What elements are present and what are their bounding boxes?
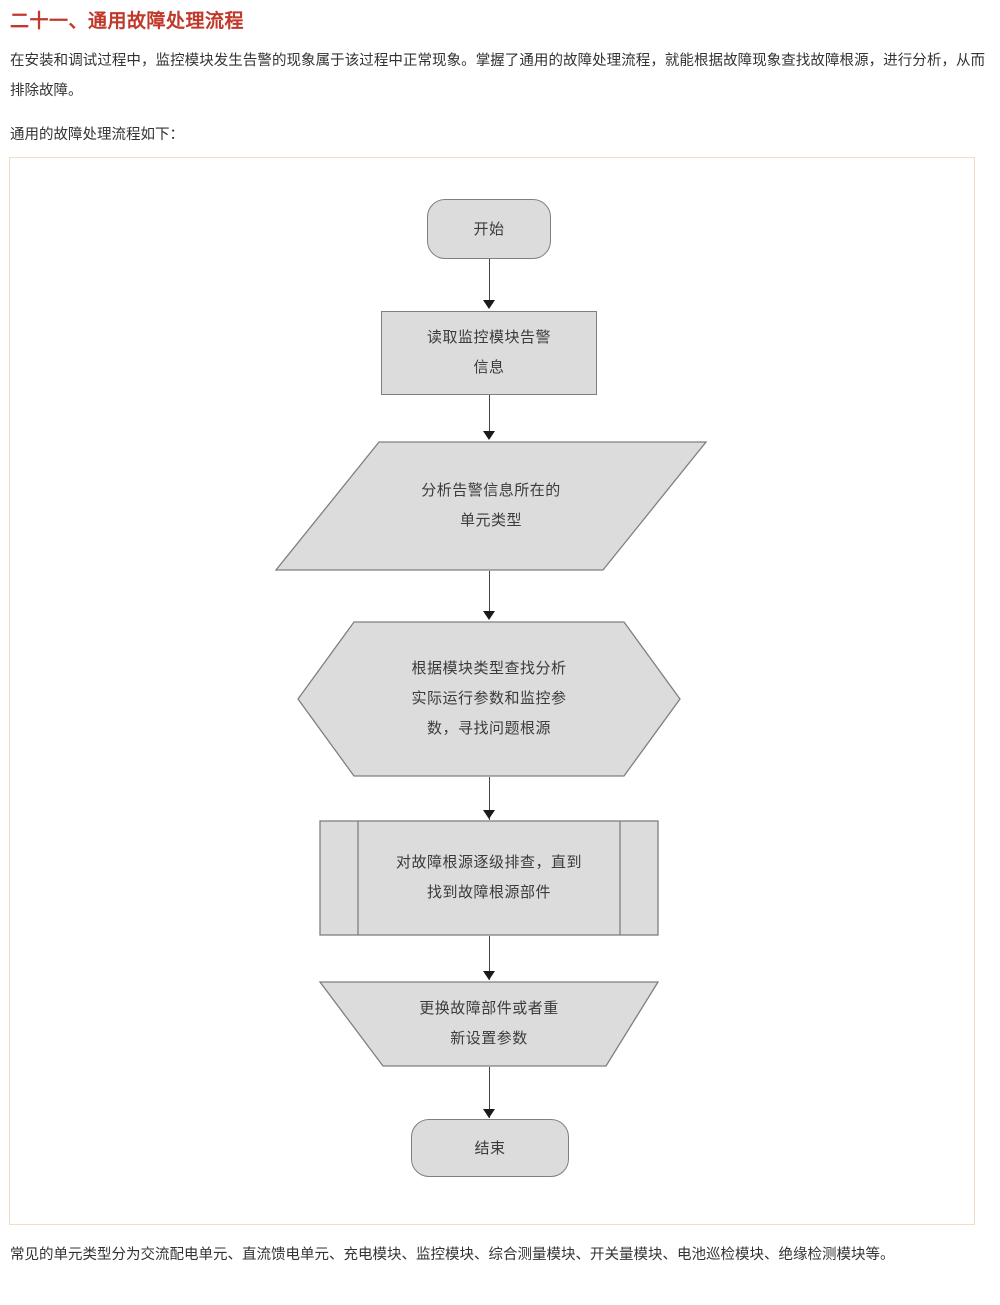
flow-node-analyze-unit-type[interactable]: 分析告警信息所在的 单元类型 bbox=[274, 441, 708, 571]
edge-analyze-to-lookup bbox=[489, 571, 490, 612]
flow-node-replace-or-reconfig[interactable]: 更换故障部件或者重 新设置参数 bbox=[318, 981, 660, 1067]
arrowhead-icon bbox=[483, 810, 495, 819]
arrowhead-icon bbox=[483, 971, 495, 980]
flow-node-read-alarm[interactable]: 读取监控模块告警 信息 bbox=[381, 311, 597, 395]
flowchart-canvas: 开始 读取监控模块告警 信息 分析告警信息所在的 单元类型 bbox=[10, 158, 976, 1226]
arrowhead-icon bbox=[483, 431, 495, 440]
trapezoid-shape bbox=[318, 981, 660, 1067]
lead-in-text: 通用的故障处理流程如下： bbox=[10, 127, 184, 143]
arrowhead-icon bbox=[483, 611, 495, 620]
page-title: 二十一、通用故障处理流程 bbox=[10, 11, 245, 32]
arrowhead-icon bbox=[483, 300, 495, 309]
flow-node-start-line-1: 开始 bbox=[473, 221, 505, 238]
intro-paragraph: 在安装和调试过程中，监控模块发生告警的现象属于该过程中正常现象。掌握了通用的故障… bbox=[10, 53, 985, 99]
parallelogram-shape bbox=[274, 441, 708, 571]
flow-node-read-alarm-line-2: 信息 bbox=[473, 359, 505, 376]
arrowhead-icon bbox=[483, 1109, 495, 1118]
flow-node-end-line-1: 结束 bbox=[474, 1140, 506, 1157]
edge-lookup-to-trace bbox=[489, 777, 490, 820]
edge-trace-to-fix bbox=[489, 936, 490, 980]
outro-paragraph: 常见的单元类型分为交流配电单元、直流馈电单元、充电模块、监控模块、综合测量模块、… bbox=[10, 1247, 895, 1263]
edge-fix-to-end bbox=[489, 1067, 490, 1118]
flow-node-read-alarm-line-1: 读取监控模块告警 bbox=[426, 329, 551, 346]
flow-node-trace-root-cause[interactable]: 对故障根源逐级排查，直到 找到故障根源部件 bbox=[319, 820, 659, 936]
edge-read-to-analyze bbox=[489, 395, 490, 432]
edge-start-to-read bbox=[489, 259, 490, 301]
flow-node-end[interactable]: 结束 bbox=[411, 1119, 569, 1177]
predefined-process-shape bbox=[319, 820, 659, 936]
flowchart-frame: 开始 读取监控模块告警 信息 分析告警信息所在的 单元类型 bbox=[9, 157, 975, 1225]
hexagon-shape bbox=[297, 621, 681, 777]
flow-node-start[interactable]: 开始 bbox=[427, 199, 551, 259]
flow-node-lookup-params[interactable]: 根据模块类型查找分析 实际运行参数和监控参 数，寻找问题根源 bbox=[297, 621, 681, 777]
